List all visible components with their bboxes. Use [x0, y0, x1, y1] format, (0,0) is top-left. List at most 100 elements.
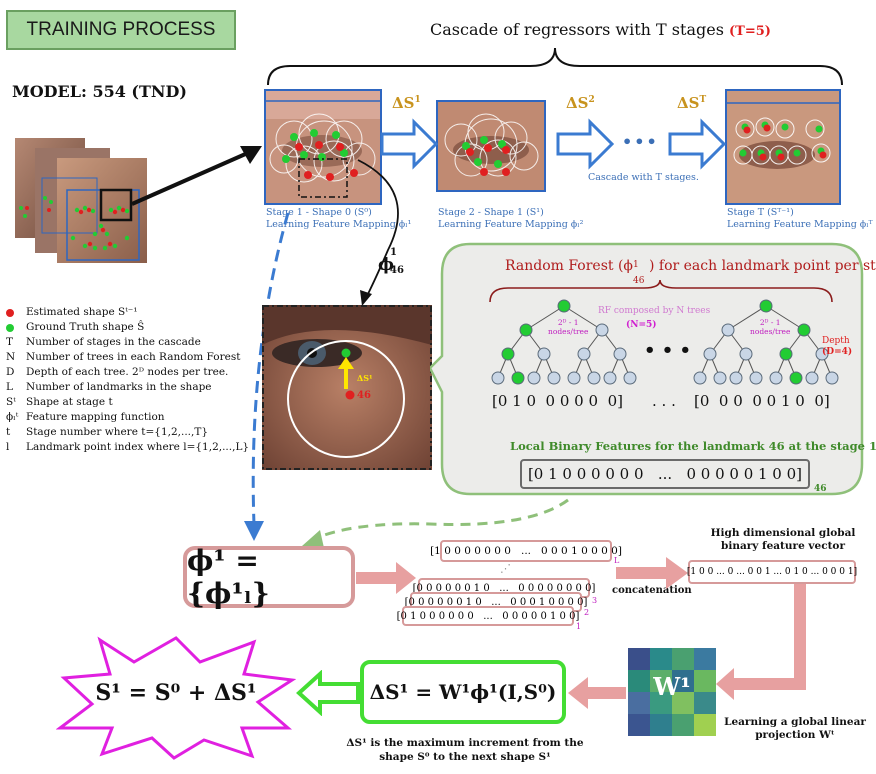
legend-item: l Landmark point index where l={1,2,...,L…	[6, 440, 249, 455]
stage-1-line1: Stage 1 - Shape 0 (S⁰)	[266, 207, 372, 218]
forest-title-sup: 1	[632, 260, 639, 270]
pink-arrow-concat	[616, 557, 688, 589]
cascade-note: Cascade with T stages.	[588, 172, 699, 183]
legend-symbol: ϕₗᵗ	[6, 411, 19, 423]
delta-s2-sup: 2	[588, 95, 595, 105]
cascade-arrow-2	[556, 118, 615, 170]
rf-note-1: RF composed by N trees	[598, 306, 711, 316]
W-note-1: Learning a global linear	[724, 716, 866, 728]
legend-text: Shape at stage t	[26, 396, 113, 408]
model-label: MODEL: 554 (TND)	[12, 82, 187, 101]
global-title-1: High dimensional global	[710, 527, 856, 539]
delta-note-2: shape S⁰ to the next shape S¹	[379, 751, 551, 763]
stage-2-image	[436, 100, 546, 192]
delta-s1-sup: 1	[414, 95, 421, 105]
forest-title-tail: ) for each landmark point per stage	[648, 258, 876, 274]
forest-title-sub: 46	[632, 276, 645, 286]
stage-1-caption: Stage 1 - Shape 0 (S⁰) Learning Feature …	[266, 207, 411, 231]
legend-text: Depth of each tree. 2ᴰ nodes per tree.	[26, 366, 229, 378]
legend-item: t Stage number where t={1,2,...,T}	[6, 425, 249, 440]
stage-T-line1: Stage T (Sᵀ⁻¹)	[727, 207, 794, 218]
legend-text: Number of trees in each Random Forest	[26, 351, 241, 363]
stack-row2-text: [0 0 0 0 0 0 1 0 ... 0 0 0 1 0 0 0 0]	[404, 596, 588, 608]
W-matrix	[628, 648, 716, 736]
stack-row2-index: 2	[584, 608, 590, 617]
forest-dots: • • •	[644, 340, 692, 361]
stack-row1-index: 1	[576, 622, 582, 631]
stage-1-line2: Learning Feature Mapping ϕₗ¹	[266, 219, 412, 230]
phi-set-equation: ϕ¹ = {ϕ¹ₗ}	[187, 544, 270, 610]
stack-vector-1: [0 1 0 0 0 0 0 0 ... 0 0 0 0 0 1 0 0]	[397, 606, 579, 626]
nodes-note-b: nodes/tree	[548, 327, 589, 336]
W-label: W¹	[653, 672, 691, 701]
global-vector-box: [1 0 0 ... 0 ... 0 0 1 ... 0 1 0 ... 0 0…	[686, 560, 858, 584]
rf-note-2: (N=5)	[626, 320, 657, 330]
lbf-subscript: 46	[814, 484, 827, 494]
concatenation-label: concatenation	[612, 585, 692, 596]
legend-text: Stage number where t={1,2,...,T}	[26, 426, 209, 438]
delta-sT-sup: T	[699, 95, 707, 105]
stack-top-text: [1 0 0 0 0 0 0 0 ... 0 0 0 1 0 0 0 0]	[430, 545, 622, 557]
delta-equation: ΔS¹ = W¹ϕ¹(I,S⁰)	[369, 680, 557, 704]
nodes-note-a: 2ᴰ - 1	[557, 318, 579, 327]
face-stack-images	[15, 138, 147, 263]
stage-2-caption: Stage 2 - Shape 1 (S¹) Learning Feature …	[438, 207, 583, 231]
random-forest-trees	[491, 299, 839, 385]
phi-set-box: ϕ¹ = {ϕ¹ₗ}	[183, 544, 355, 610]
W-note-2: projection Wᵗ	[755, 729, 835, 741]
stack-vector-top: [1 0 0 0 0 0 0 0 ... 0 0 0 1 0 0 0 0]	[430, 540, 622, 562]
legend-ground-truth: Ground Truth shape Ŝ	[6, 320, 249, 335]
legend-symbol: t	[6, 426, 11, 438]
phi-46-sup: 1	[390, 247, 397, 258]
legend-symbol: L	[6, 381, 13, 393]
cascade-arrow-3	[668, 118, 727, 170]
zoom-arrow	[131, 146, 262, 206]
phi-46-symbol: ϕ	[378, 255, 395, 275]
zoom-point-label: 46	[357, 390, 371, 401]
title-text: TRAINING PROCESS	[26, 19, 216, 40]
lbf-vector-box: [0 1 0 0 0 0 0 0 ... 0 0 0 0 0 1 0 0]	[520, 459, 810, 489]
depth-note-1: Depth	[822, 336, 850, 346]
title-badge: TRAINING PROCESS	[6, 10, 236, 50]
green-arrow-to-final	[296, 670, 360, 716]
delta-equation-box: ΔS¹ = W¹ϕ¹(I,S⁰)	[360, 660, 566, 724]
global-vector: [1 0 0 ... 0 ... 0 0 1 ... 0 1 0 ... 0 0…	[686, 567, 858, 577]
pink-arrow-to-W	[716, 584, 806, 700]
zoom-delta-label: ΔS¹	[357, 373, 373, 383]
legend-text: Landmark point index where l={1,2,...,L}	[26, 441, 250, 453]
nodes-note-b: nodes/tree	[750, 327, 791, 336]
forest-title-text: Random Forest (ϕ	[505, 258, 633, 274]
cascade-ellipsis: •••	[622, 132, 659, 151]
legend-estimated: Estimated shape Sᵗ⁻¹	[6, 305, 249, 320]
blue-dashed-arrow	[244, 212, 290, 541]
stack-row3-index: 3	[592, 596, 598, 605]
stage-2-line1: Stage 2 - Shape 1 (S¹)	[438, 207, 544, 218]
stage-T-image	[725, 89, 841, 205]
delta-sT-text: ΔS	[677, 94, 700, 112]
legend-text: Ground Truth shape Ŝ	[26, 321, 145, 333]
nodes-note-a: 2ᴰ - 1	[759, 318, 781, 327]
tree-N-vector: [0 0 0 0 0 1 0 0]	[694, 392, 830, 410]
phi-46-sub: 46	[390, 265, 404, 276]
delta-s1-text: ΔS	[392, 94, 415, 112]
pink-arrow-to-delta	[568, 677, 626, 709]
stage-2-line2: Learning Feature Mapping ϕₗ²	[438, 219, 584, 230]
cascade-arrow-1	[380, 118, 439, 170]
stack-row3-text: [0 0 0 0 0 0 1 0 ... 0 0 0 0 0 0 0 0]	[412, 582, 596, 594]
stage-T-line2: Learning Feature Mapping ϕₗᵀ	[727, 219, 873, 230]
forest-brace	[489, 280, 833, 303]
legend-symbol: l	[6, 441, 10, 453]
delta-s1-label: ΔS1	[392, 94, 421, 112]
vector-ellipsis: . . .	[652, 392, 676, 410]
